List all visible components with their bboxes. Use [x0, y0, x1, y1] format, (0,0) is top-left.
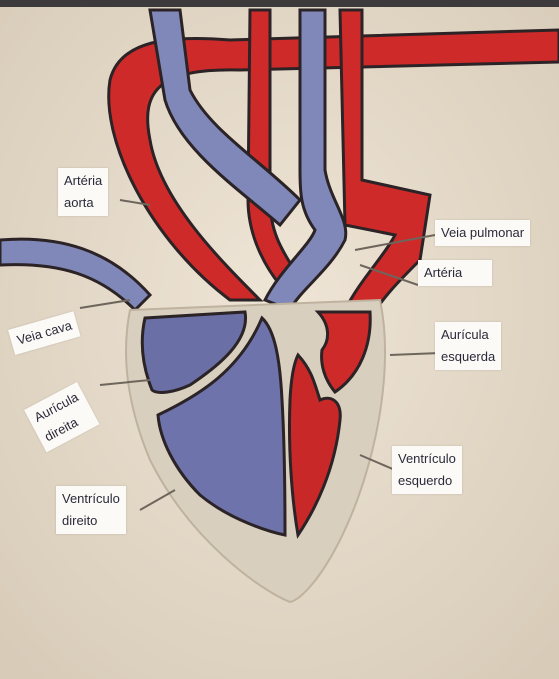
label-arteria-aorta: Artéria aorta — [58, 168, 108, 216]
label-line: aorta — [64, 192, 102, 214]
label-line: Aurícula — [441, 324, 495, 346]
label-line: Artéria — [424, 262, 486, 284]
label-line: Ventrículo — [398, 448, 456, 470]
label-arteria: Artéria — [418, 260, 492, 286]
label-line: Veia pulmonar — [441, 222, 524, 244]
label-ventriculo-direito: Ventrículo direito — [56, 486, 126, 534]
label-line: Ventrículo — [62, 488, 120, 510]
top-border — [0, 0, 559, 7]
label-auricula-esquerda: Aurícula esquerda — [435, 322, 501, 370]
label-veia-pulmonar: Veia pulmonar — [435, 220, 530, 246]
label-line: direito — [62, 510, 120, 532]
label-line: esquerdo — [398, 470, 456, 492]
label-ventriculo-esquerdo: Ventrículo esquerdo — [392, 446, 462, 494]
label-line: Artéria — [64, 170, 102, 192]
label-line: esquerda — [441, 346, 495, 368]
